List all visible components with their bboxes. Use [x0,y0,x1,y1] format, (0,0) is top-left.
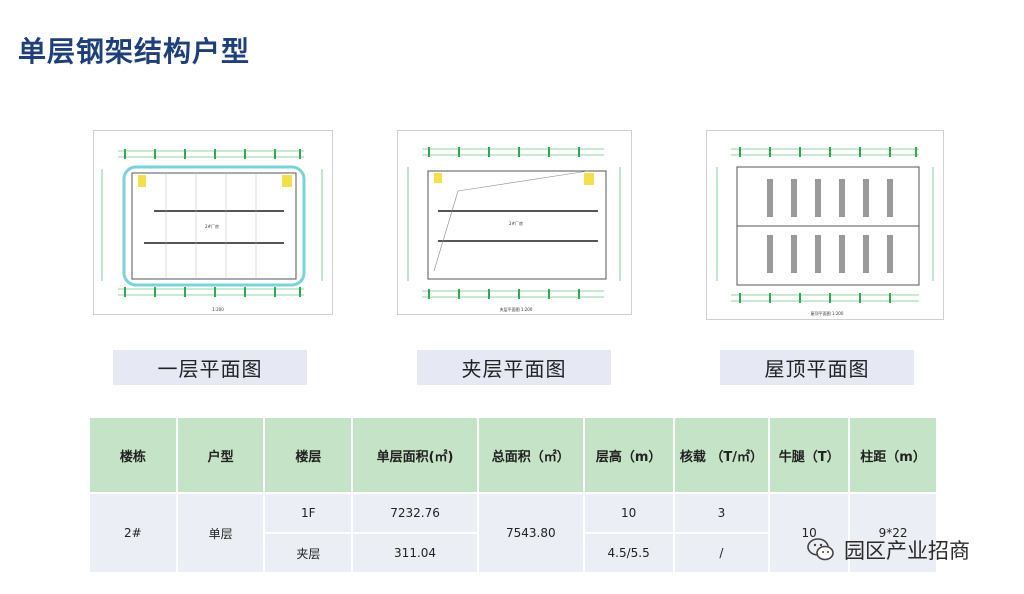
wechat-icon [807,538,834,561]
header-corbel: 牛腿（T） [770,418,849,492]
cell-floor-height: 4.5/5.5 [584,534,673,572]
table-row: 2# 单层 1F 7232.76 7543.80 10 3 10 9*22 [90,494,936,572]
svg-text:1:200: 1:200 [212,307,224,312]
cell-floor: 夹层 [265,534,352,572]
cell-load: 3 [674,494,769,532]
header-floor-height: 层高（m） [584,418,673,492]
cell-load: / [674,534,769,572]
svg-text:夹层平面图 1:200: 夹层平面图 1:200 [500,306,533,312]
cell-floor-area: 311.04 [353,534,477,572]
svg-text:2#厂房: 2#厂房 [509,220,523,226]
ground-floor-plan-drawing: 2#厂房 1:200 [93,130,333,315]
header-building: 楼栋 [90,418,176,492]
svg-text:2#厂房: 2#厂房 [205,223,219,229]
svg-text:屋顶平面图 1:200: 屋顶平面图 1:200 [811,310,844,316]
cell-floor-height: 10 [584,494,673,532]
watermark-text: 园区产业招商 [844,539,970,563]
roof-plan-drawing: 屋顶平面图 1:200 [706,130,944,320]
watermark: 园区产业招商 [806,534,970,566]
roof-plan-label: 屋顶平面图 [720,350,914,385]
header-load: 核载 （T/㎡） [674,418,769,492]
cell-total-area: 7543.80 [478,494,583,572]
header-unit-type: 户型 [177,418,264,492]
table-header-row: 楼栋 户型 楼层 单层面积(㎡) 总面积（㎡） 层高（m） 核载 （T/㎡） 牛… [90,418,936,492]
mezzanine-plan-drawing: 2#厂房 夹层平面图 1:200 [397,130,632,315]
page-title: 单层钢架结构户型 [18,35,251,68]
mezzanine-plan-label: 夹层平面图 [417,350,611,385]
ground-floor-plan-label: 一层平面图 [113,350,307,385]
header-total-area: 总面积（㎡） [478,418,583,492]
header-floor: 楼层 [265,418,352,492]
header-floor-area: 单层面积(㎡) [353,418,477,492]
spec-table: 楼栋 户型 楼层 单层面积(㎡) 总面积（㎡） 层高（m） 核载 （T/㎡） 牛… [88,416,938,574]
dimension-ticks [124,149,301,297]
cell-unit-type: 单层 [177,494,264,572]
cell-floor-area: 7232.76 [353,494,477,532]
cell-building: 2# [90,494,176,572]
header-column-spacing: 柱距（m） [850,418,936,492]
cell-corbel: 10 [770,494,849,572]
cell-column-spacing: 9*22 [850,494,936,572]
table-row: 夹层 311.04 4.5/5.5 / [90,534,936,572]
cell-floor: 1F [265,494,352,532]
